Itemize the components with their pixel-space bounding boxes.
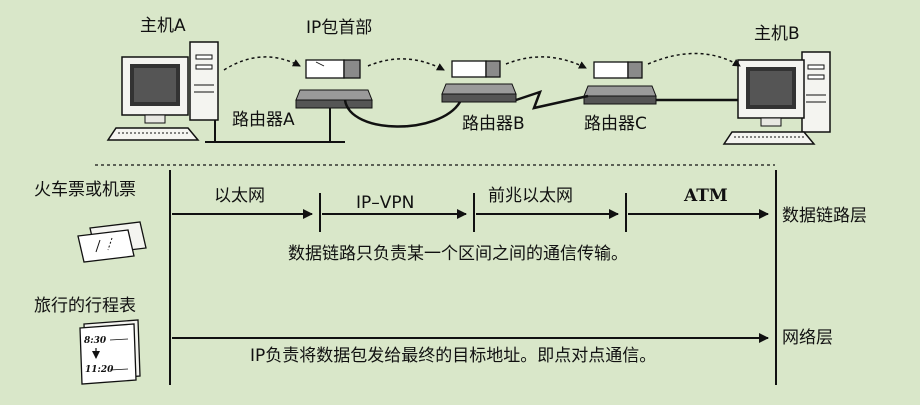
router-a-label: 路由器A (232, 110, 295, 130)
router-c-icon (583, 85, 657, 105)
itinerary-icon (79, 319, 141, 385)
link-router-b-c (515, 89, 589, 110)
host-a-computer-icon (106, 41, 219, 141)
ticket-icon (77, 221, 147, 263)
datalink-layer-label: 数据链路层 (782, 206, 867, 226)
link-router-a-b (343, 99, 462, 128)
ip-packet-icon (593, 61, 643, 79)
datalink-description: 数据链路只负责某一个区间之间的通信传输。 (288, 244, 628, 264)
itinerary-analogy-label: 旅行的行程表 (34, 296, 136, 316)
host-b-label: 主机B (754, 24, 800, 44)
segment-label-ip-vpn: IP–VPN (356, 193, 415, 213)
segment-label-ethernet: 以太网 (214, 186, 265, 206)
packet-flow-arrow (505, 56, 587, 69)
ip-description: IP负责将数据包发给最终的目标地址。即点对点通信。 (250, 346, 657, 366)
ip-packet-icon (451, 60, 501, 78)
itinerary-time-end: 11:20 (85, 365, 114, 375)
router-c-label: 路由器C (584, 114, 647, 134)
segment-label-gigabit-ethernet: 前兆以太网 (488, 186, 573, 206)
segment-label-atm: ATM (684, 186, 728, 206)
router-a-icon (295, 89, 373, 109)
host-b-computer-icon (722, 51, 831, 145)
ip-header-label: IP包首部 (306, 18, 373, 38)
host-a-label: 主机A (140, 16, 186, 36)
router-b-label: 路由器B (462, 114, 525, 134)
packet-flow-arrow (647, 52, 741, 67)
packet-flow-arrow (367, 58, 445, 71)
itinerary-time-start: 8:30 (84, 336, 107, 346)
router-b-icon (441, 83, 517, 103)
packet-flow-arrow (223, 56, 301, 71)
ethernet-cable (205, 108, 345, 143)
network-layer-label: 网络层 (782, 328, 833, 348)
ip-packet-icon (305, 59, 361, 79)
ticket-analogy-label: 火车票或机票 (34, 180, 136, 200)
